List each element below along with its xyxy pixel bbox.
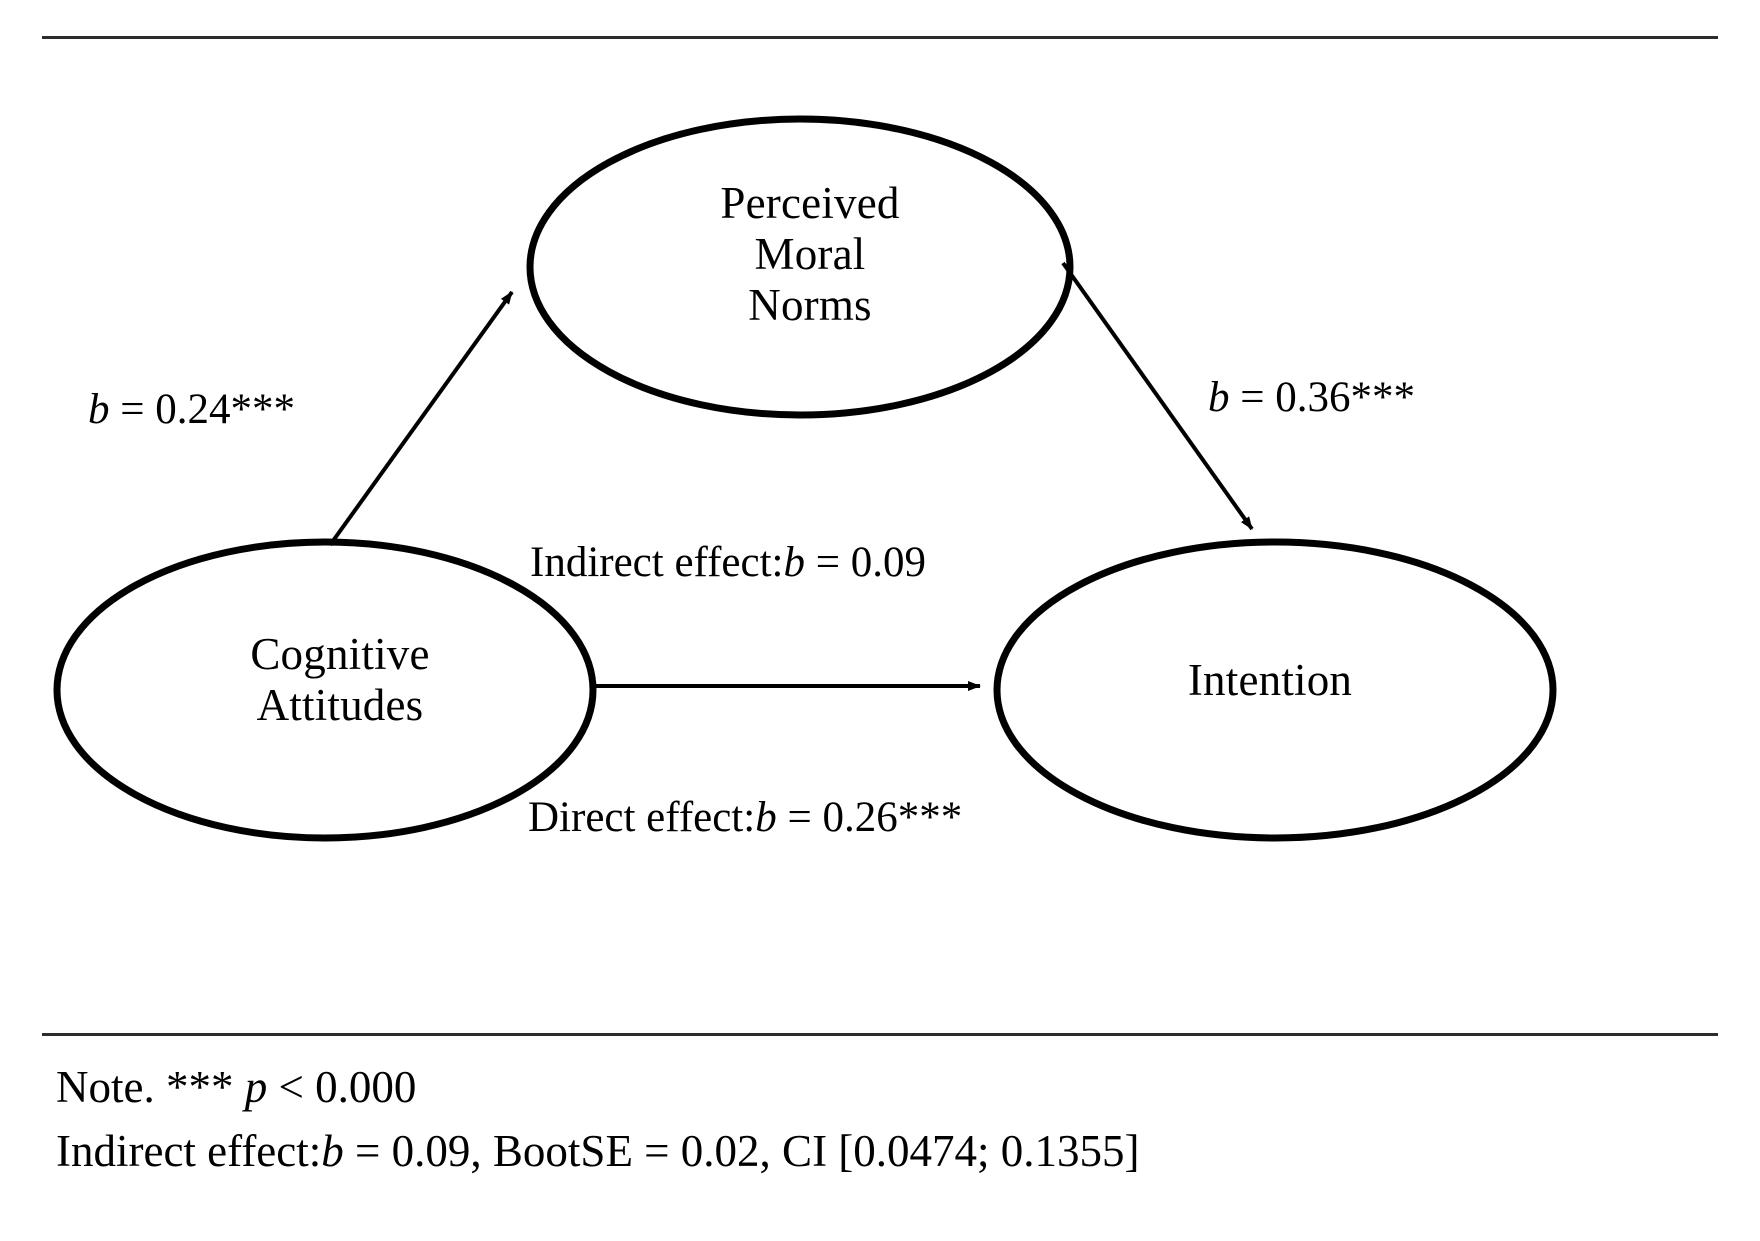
- arrow-cognitive-to-norms: [328, 290, 514, 547]
- note-indirect-values: = 0.09, BootSE = 0.02, CI [0.0474; 0.135…: [355, 1125, 1140, 1176]
- note-stars: ***: [165, 1062, 234, 1112]
- note-lead: Note.: [56, 1062, 166, 1112]
- bottom-horizontal-rule: [42, 1033, 1718, 1036]
- note-indirect-lead: Indirect effect:: [56, 1125, 322, 1176]
- figure-note: Note. *** p < 0.000 Indirect effect:b = …: [56, 1056, 1716, 1184]
- note-line-indirect-statistics: Indirect effect:b = 0.09, BootSE = 0.02,…: [56, 1120, 1716, 1184]
- note-line-significance: Note. *** p < 0.000: [56, 1056, 1716, 1120]
- path-diagram-graphics: [53, 115, 1557, 842]
- ellipse-intention: [993, 538, 1557, 842]
- top-horizontal-rule: [42, 36, 1718, 39]
- note-p-symbol: p: [244, 1062, 268, 1112]
- ellipse-cognitive-attitudes: [53, 538, 597, 842]
- note-b-symbol: b: [321, 1125, 344, 1176]
- note-p-value: < 0.000: [278, 1062, 417, 1112]
- arrow-norms-to-intention: [1061, 261, 1254, 531]
- ellipse-perceived-moral-norms: [526, 115, 1074, 419]
